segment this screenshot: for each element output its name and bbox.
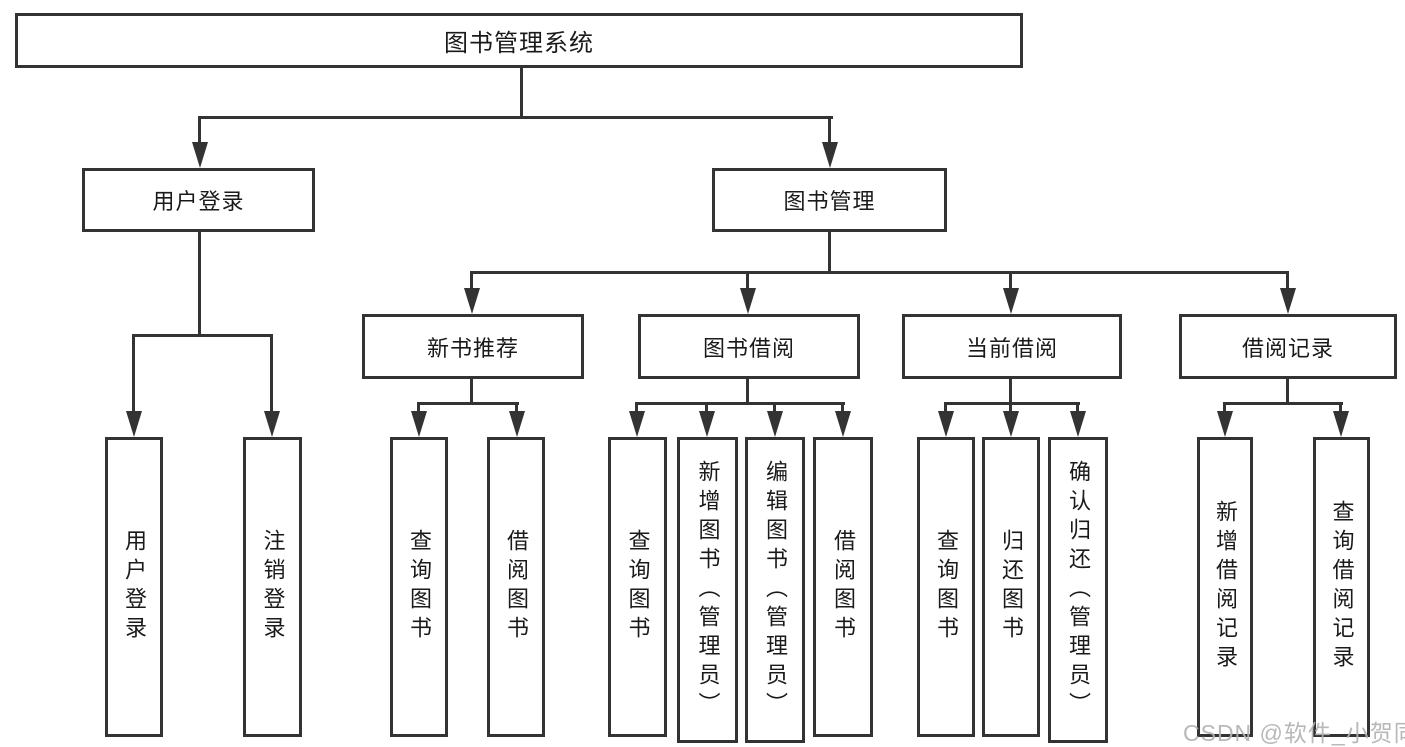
connector-line (635, 402, 845, 405)
leaf-edit-books-admin: 编辑图书（管理员） (745, 437, 805, 743)
connector-line (198, 232, 201, 336)
connector-line (417, 402, 519, 405)
arrow-down-icon (1003, 411, 1019, 437)
leaf-logout: 注销登录 (243, 437, 302, 737)
node-current-borrowing: 当前借阅 (902, 314, 1122, 379)
leaf-query-books-recommend: 查询图书 (390, 437, 448, 737)
leaf-label: 注销登录 (260, 529, 286, 645)
arrow-down-icon (1003, 288, 1019, 314)
connector-line (1009, 402, 1012, 412)
leaf-label: 查询图书 (934, 529, 959, 645)
arrow-down-icon (835, 411, 851, 437)
arrow-down-icon (411, 411, 427, 437)
leaf-label: 查询图书 (625, 529, 651, 645)
connector-line (270, 334, 273, 412)
node-new-book-recommend: 新书推荐 (362, 314, 584, 379)
connector-line (132, 334, 273, 337)
connector-line (635, 402, 638, 412)
leaf-confirm-return-admin: 确认归还（管理员） (1048, 437, 1108, 743)
leaf-return-books: 归还图书 (982, 437, 1040, 737)
node-root: 图书管理系统 (15, 13, 1023, 68)
arrow-down-icon (699, 411, 715, 437)
connector-line (828, 116, 831, 144)
leaf-label: 归还图书 (999, 529, 1024, 645)
connector-line (198, 116, 833, 119)
connector-line (132, 334, 135, 412)
node-user-login: 用户登录 (82, 168, 315, 232)
connector-line (828, 232, 831, 274)
arrow-down-icon (938, 411, 954, 437)
connector-line (1076, 402, 1079, 412)
leaf-label: 借阅图书 (831, 529, 856, 645)
arrow-down-icon (740, 288, 756, 314)
leaf-borrow-books-recommend: 借阅图书 (487, 437, 545, 737)
arrow-down-icon (1280, 288, 1296, 314)
leaf-query-borrow-record: 查询借阅记录 (1313, 437, 1370, 737)
arrow-down-icon (126, 411, 142, 437)
connector-line (1223, 402, 1226, 412)
arrow-down-icon (264, 411, 280, 437)
connector-line (198, 116, 201, 144)
leaf-label: 编辑图书（管理员） (763, 459, 788, 721)
leaf-query-books-borrowing: 查询图书 (608, 437, 667, 737)
leaf-add-books-admin: 新增图书（管理员） (677, 437, 738, 743)
arrow-down-icon (509, 411, 525, 437)
node-book-borrowing: 图书借阅 (638, 314, 860, 379)
connector-line (944, 402, 1080, 405)
arrow-down-icon (192, 142, 208, 168)
leaf-user-login: 用户登录 (105, 437, 163, 737)
connector-line (470, 271, 1289, 274)
arrow-down-icon (767, 411, 783, 437)
connector-line (705, 402, 708, 412)
leaf-label: 新增借阅记录 (1213, 500, 1238, 674)
connector-line (944, 402, 947, 412)
arrow-down-icon (1217, 411, 1233, 437)
arrow-down-icon (464, 288, 480, 314)
leaf-label: 确认归还（管理员） (1066, 459, 1091, 721)
node-book-management: 图书管理 (712, 168, 947, 232)
leaf-query-books-current: 查询图书 (917, 437, 975, 737)
arrow-down-icon (629, 411, 645, 437)
connector-line (773, 402, 776, 412)
connector-line (841, 402, 844, 412)
leaf-label: 新增图书（管理员） (695, 459, 721, 721)
connector-line (470, 271, 473, 289)
connector-line (417, 402, 420, 412)
node-borrowing-records: 借阅记录 (1179, 314, 1397, 379)
arrow-down-icon (1070, 411, 1086, 437)
connector-line (1286, 379, 1289, 405)
arrow-down-icon (1333, 411, 1349, 437)
connector-line (1009, 271, 1012, 289)
connector-line (1223, 402, 1343, 405)
connector-line (746, 271, 749, 289)
leaf-label: 借阅图书 (504, 529, 529, 645)
connector-line (1286, 271, 1289, 289)
connector-line (1339, 402, 1342, 412)
leaf-label: 查询图书 (407, 529, 432, 645)
connector-line (515, 402, 518, 412)
connector-line (1009, 379, 1012, 405)
arrow-down-icon (822, 142, 838, 168)
csdn-watermark: CSDN @软件_小贺同学 (1183, 720, 1405, 746)
leaf-add-borrow-record: 新增借阅记录 (1197, 437, 1253, 737)
connector-line (470, 379, 473, 405)
leaf-label: 用户登录 (122, 529, 147, 645)
leaf-label: 查询借阅记录 (1329, 500, 1355, 674)
connector-line (746, 379, 749, 405)
leaf-borrow-books-borrowing: 借阅图书 (813, 437, 873, 737)
connector-line (520, 68, 523, 118)
